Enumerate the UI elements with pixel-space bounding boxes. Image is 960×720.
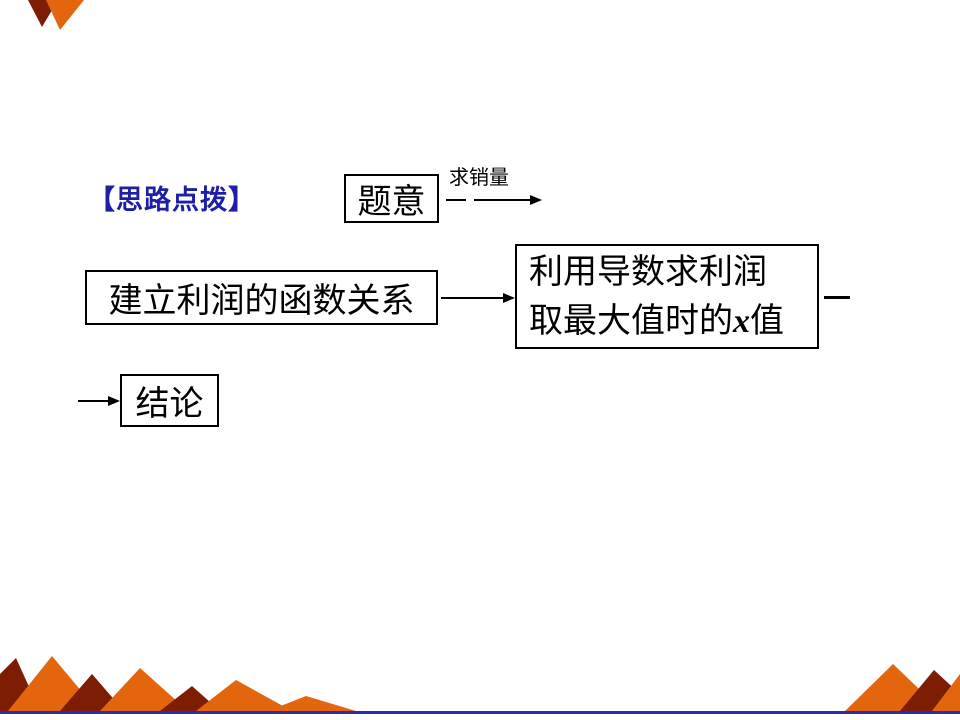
intro-label: 【思路点拨】	[88, 185, 256, 215]
box-topic: 题意	[344, 174, 439, 223]
derive-text: 利用导数求利润 取最大值时的x值	[529, 248, 784, 346]
box-derive-max: 利用导数求利润 取最大值时的x值	[515, 244, 819, 349]
derive-var-x: x	[733, 302, 750, 340]
top-left-triangle-decoration	[28, 0, 84, 30]
box-conclusion: 结论	[120, 374, 219, 427]
arrow-to-conclusion	[78, 396, 120, 406]
arrow-label-sales: 求销量	[449, 167, 509, 189]
connector-dash-right	[824, 296, 850, 299]
derive-line2-pre: 取最大值时的	[529, 302, 733, 340]
footer-blue-line	[0, 711, 960, 714]
box-build-function: 建立利润的函数关系	[85, 270, 438, 325]
bottom-mountain-decoration	[0, 656, 960, 711]
arrow-topic-right	[446, 195, 542, 205]
derive-line1: 利用导数求利润	[529, 253, 767, 291]
derive-line2-post: 值	[750, 302, 784, 340]
arrow-build-to-derive	[441, 293, 515, 303]
